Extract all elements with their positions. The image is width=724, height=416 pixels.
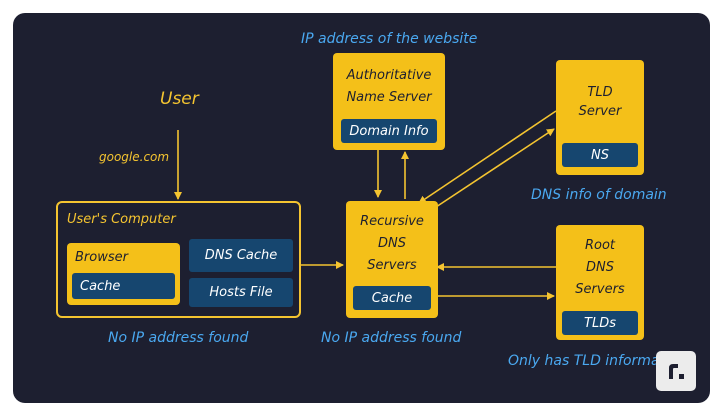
authoritative-line1: Authoritative — [346, 68, 432, 83]
recursive-line2: DNS — [378, 236, 406, 251]
authoritative-line2: Name Server — [346, 90, 432, 105]
domain-info-box: Domain Info — [341, 119, 437, 143]
recursive-cache: Cache — [353, 286, 431, 310]
r-logo-icon — [656, 351, 696, 391]
tld-line2: Server — [578, 104, 622, 119]
root-note: Only has TLD information. — [508, 353, 691, 369]
recursive-note: No IP address found — [321, 330, 462, 346]
browser-title: Browser — [75, 250, 128, 265]
query-text: google.com — [99, 150, 170, 164]
root-line1: Root — [584, 238, 616, 253]
authoritative-box: Authoritative Name Server Domain Info — [333, 53, 445, 150]
recursive-dns-box: Recursive DNS Servers Cache — [346, 201, 438, 318]
tld-line1: TLD — [587, 85, 613, 100]
browser-cache: Cache — [72, 273, 175, 299]
tld-server-box: TLD Server NS — [556, 60, 644, 175]
diagram-panel: User google.com User's Computer Browser … — [13, 13, 710, 403]
computer-note: No IP address found — [108, 330, 249, 346]
tld-note: DNS info of domain — [531, 187, 667, 203]
ns-box: NS — [562, 143, 638, 167]
recursive-line3: Servers — [367, 258, 417, 273]
user-label: User — [160, 89, 199, 109]
dns-cache-box: DNS Cache — [189, 239, 293, 272]
browser-box: Browser Cache — [67, 243, 180, 305]
root-line2: DNS — [586, 260, 614, 275]
root-dns-box: Root DNS Servers TLDs — [556, 225, 644, 340]
hosts-file-box: Hosts File — [189, 278, 293, 307]
recursive-line1: Recursive — [360, 214, 424, 229]
tlds-box: TLDs — [562, 311, 638, 335]
users-computer-box: User's Computer Browser Cache DNS Cache … — [56, 201, 301, 318]
users-computer-title: User's Computer — [67, 212, 176, 227]
authoritative-note: IP address of the website — [301, 31, 478, 47]
root-line3: Servers — [575, 282, 625, 297]
